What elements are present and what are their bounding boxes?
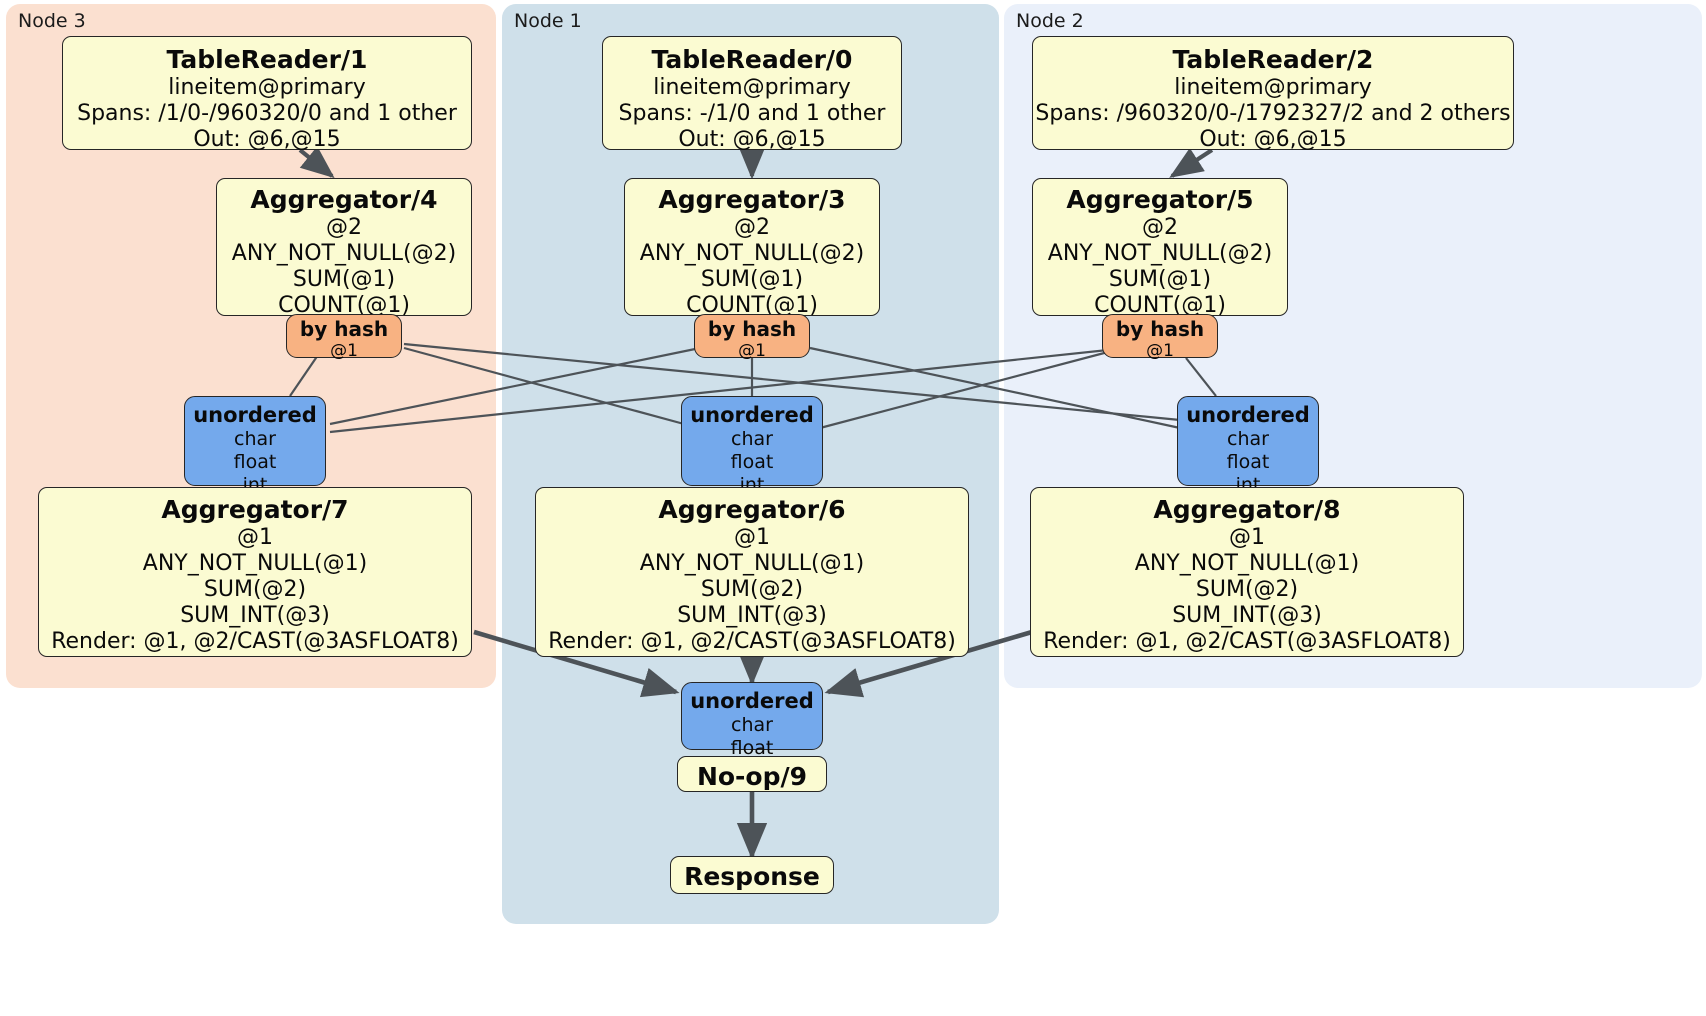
aggregator-5[interactable]: Aggregator/5 @2 ANY_NOT_NULL(@2) SUM(@1)… bbox=[1032, 178, 1288, 318]
processor-agg: SUM(@2) bbox=[700, 577, 804, 602]
processor-title: Aggregator/7 bbox=[161, 495, 349, 524]
synchronizer-type: float bbox=[233, 451, 277, 473]
processor-title: TableReader/1 bbox=[166, 45, 368, 74]
processor-title: Aggregator/4 bbox=[250, 185, 438, 214]
table-reader-0[interactable]: TableReader/0 lineitem@primary Spans: -/… bbox=[602, 36, 902, 152]
processor-render: Render: @1, @2/CAST(@3ASFLOAT8) bbox=[548, 629, 956, 654]
processor-agg: ANY_NOT_NULL(@2) bbox=[1047, 241, 1273, 266]
processor-group: @2 bbox=[326, 215, 362, 240]
processor-render: Render: @1, @2/CAST(@3ASFLOAT8) bbox=[51, 629, 459, 654]
processor-agg: COUNT(@1) bbox=[1094, 293, 1226, 318]
processor-title: Aggregator/3 bbox=[658, 185, 846, 214]
processor-spans: Spans: -/1/0 and 1 other bbox=[618, 101, 886, 126]
synchronizer-node1[interactable]: unordered char float int bbox=[681, 396, 823, 496]
processor-title: Response bbox=[684, 862, 820, 891]
router-title: by hash bbox=[707, 317, 797, 341]
node-panel-label: Node 2 bbox=[1016, 10, 1084, 32]
processor-table: lineitem@primary bbox=[653, 75, 851, 100]
synchronizer-node3[interactable]: unordered char float int bbox=[184, 396, 326, 496]
hash-router-node2[interactable]: by hash @1 bbox=[1102, 314, 1218, 361]
synchronizer-type: char bbox=[1227, 428, 1269, 450]
processor-agg: SUM(@1) bbox=[700, 267, 804, 292]
processor-group: @1 bbox=[1229, 525, 1265, 550]
processor-agg: SUM(@1) bbox=[1108, 267, 1212, 292]
router-title: by hash bbox=[1115, 317, 1205, 341]
processor-agg: COUNT(@1) bbox=[686, 293, 818, 318]
aggregator-6[interactable]: Aggregator/6 @1 ANY_NOT_NULL(@1) SUM(@2)… bbox=[535, 487, 969, 657]
processor-title: TableReader/0 bbox=[651, 45, 853, 74]
aggregator-4[interactable]: Aggregator/4 @2 ANY_NOT_NULL(@2) SUM(@1)… bbox=[216, 178, 472, 318]
processor-agg: SUM_INT(@3) bbox=[1172, 603, 1322, 628]
router-column: @1 bbox=[1146, 341, 1174, 361]
processor-agg: COUNT(@1) bbox=[278, 293, 410, 318]
router-column: @1 bbox=[330, 341, 358, 361]
processor-table: lineitem@primary bbox=[1174, 75, 1372, 100]
aggregator-3[interactable]: Aggregator/3 @2 ANY_NOT_NULL(@2) SUM(@1)… bbox=[624, 178, 880, 318]
processor-agg: SUM(@1) bbox=[292, 267, 396, 292]
synchronizer-type: float bbox=[730, 451, 774, 473]
processor-title: Aggregator/8 bbox=[1153, 495, 1341, 524]
processor-spans: Spans: /960320/0-/1792327/2 and 2 others bbox=[1035, 101, 1511, 126]
processor-title: No-op/9 bbox=[696, 762, 808, 791]
processor-title: Aggregator/6 bbox=[658, 495, 846, 524]
processor-agg: ANY_NOT_NULL(@2) bbox=[231, 241, 457, 266]
synchronizer-type: char bbox=[731, 714, 773, 736]
processor-group: @1 bbox=[734, 525, 770, 550]
response-node[interactable]: Response bbox=[670, 856, 834, 894]
processor-agg: ANY_NOT_NULL(@2) bbox=[639, 241, 865, 266]
node-panel-label: Node 3 bbox=[18, 10, 86, 32]
aggregator-8[interactable]: Aggregator/8 @1 ANY_NOT_NULL(@1) SUM(@2)… bbox=[1030, 487, 1464, 657]
synchronizer-node2[interactable]: unordered char float int bbox=[1177, 396, 1319, 496]
processor-group: @1 bbox=[237, 525, 273, 550]
processor-agg: ANY_NOT_NULL(@1) bbox=[142, 551, 368, 576]
processor-agg: SUM_INT(@3) bbox=[677, 603, 827, 628]
processor-agg: SUM_INT(@3) bbox=[180, 603, 330, 628]
synchronizer-title: unordered bbox=[1186, 403, 1310, 427]
synchronizer-title: unordered bbox=[193, 403, 317, 427]
processor-out: Out: @6,@15 bbox=[678, 127, 826, 152]
synchronizer-final[interactable]: unordered char float bbox=[681, 682, 823, 759]
synchronizer-title: unordered bbox=[690, 403, 814, 427]
synchronizer-type: float bbox=[1226, 451, 1270, 473]
aggregator-7[interactable]: Aggregator/7 @1 ANY_NOT_NULL(@1) SUM(@2)… bbox=[38, 487, 472, 657]
synchronizer-type: char bbox=[731, 428, 773, 450]
node-panel-label: Node 1 bbox=[514, 10, 582, 32]
noop-processor[interactable]: No-op/9 bbox=[677, 756, 827, 792]
router-title: by hash bbox=[299, 317, 389, 341]
processor-out: Out: @6,@15 bbox=[1199, 127, 1347, 152]
synchronizer-title: unordered bbox=[690, 689, 814, 713]
table-reader-2[interactable]: TableReader/2 lineitem@primary Spans: /9… bbox=[1032, 36, 1514, 152]
table-reader-1[interactable]: TableReader/1 lineitem@primary Spans: /1… bbox=[62, 36, 472, 152]
processor-agg: ANY_NOT_NULL(@1) bbox=[639, 551, 865, 576]
processor-title: TableReader/2 bbox=[1172, 45, 1374, 74]
processor-title: Aggregator/5 bbox=[1066, 185, 1254, 214]
processor-group: @2 bbox=[1142, 215, 1178, 240]
synchronizer-type: float bbox=[730, 737, 774, 759]
processor-out: Out: @6,@15 bbox=[193, 127, 341, 152]
processor-spans: Spans: /1/0-/960320/0 and 1 other bbox=[77, 101, 457, 126]
processor-agg: SUM(@2) bbox=[1195, 577, 1299, 602]
synchronizer-type: char bbox=[234, 428, 276, 450]
processor-agg: ANY_NOT_NULL(@1) bbox=[1134, 551, 1360, 576]
processor-table: lineitem@primary bbox=[168, 75, 366, 100]
processor-group: @2 bbox=[734, 215, 770, 240]
hash-router-node3[interactable]: by hash @1 bbox=[286, 314, 402, 361]
router-column: @1 bbox=[738, 341, 766, 361]
processor-render: Render: @1, @2/CAST(@3ASFLOAT8) bbox=[1043, 629, 1451, 654]
hash-router-node1[interactable]: by hash @1 bbox=[694, 314, 810, 361]
processor-agg: SUM(@2) bbox=[203, 577, 307, 602]
